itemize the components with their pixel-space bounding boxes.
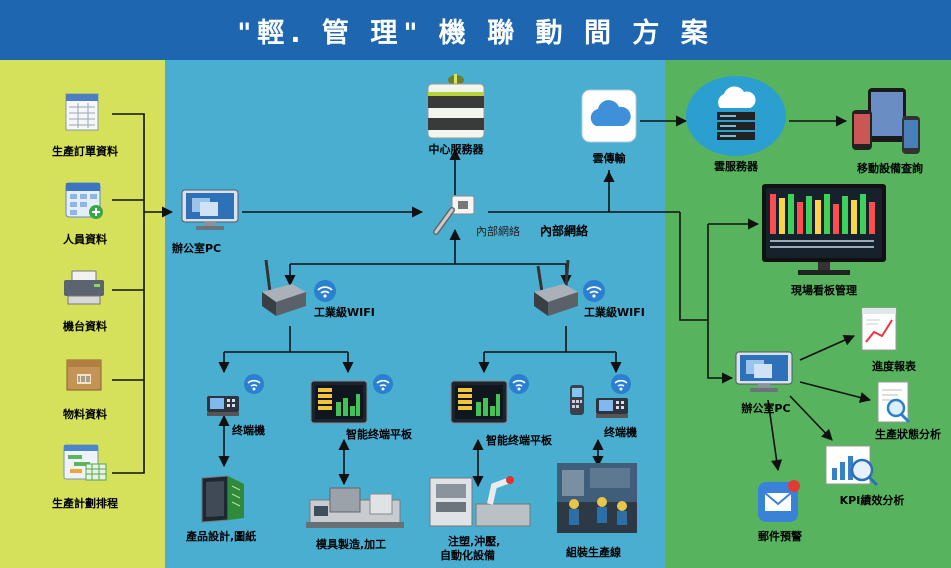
terminal-icon	[594, 396, 630, 420]
terminal-label: 终端機	[232, 424, 265, 437]
handheld-scanner-icon	[568, 384, 586, 416]
terminal-icon	[205, 394, 241, 418]
cloud-transfer-label: 雲傳輸	[592, 152, 626, 165]
schedule-icon	[62, 442, 108, 482]
router-icon	[430, 192, 480, 236]
kpi-label: KPI績效分析	[839, 494, 905, 507]
smart-tablet-icon	[310, 380, 368, 424]
design-drawing-icon	[198, 474, 248, 524]
office-pc-label: 辦公室PC	[172, 242, 222, 255]
central-server-label: 中心服務器	[428, 143, 484, 156]
equipment-label: 自動化設備	[440, 549, 495, 562]
kanban-label: 現場看板管理	[791, 284, 857, 297]
input-label: 生產訂單資料	[52, 145, 118, 158]
server-icon	[425, 70, 487, 140]
office-pc-label: 辦公室PC	[741, 402, 791, 415]
smart-tablet-icon	[450, 380, 508, 424]
printer-icon	[62, 268, 106, 306]
box-icon	[64, 354, 104, 394]
mobile-devices-icon	[850, 86, 922, 158]
equipment-label: 產品設計,圖紙	[186, 530, 257, 543]
intranet-label: 內部網絡	[540, 224, 589, 238]
office-pc-icon	[734, 350, 794, 394]
equipment-label: 組裝生產線	[566, 546, 621, 559]
wifi-label-left: 工業級WIFI	[314, 306, 375, 319]
wifi-icon	[243, 374, 265, 394]
router-label: 內部網絡	[476, 225, 520, 238]
page-title: "輕. 管 理" 機 聯 動 間 方 案	[0, 0, 951, 60]
equipment-label: 注塑,沖壓,	[448, 535, 501, 548]
kanban-display-icon	[760, 182, 888, 278]
input-label: 機台資料	[63, 320, 107, 333]
cloud-server-icon	[684, 74, 788, 158]
terminal-label: 终端機	[604, 426, 637, 439]
email-alert-label: 郵件預警	[758, 530, 802, 543]
wifi-icon	[372, 374, 394, 394]
input-label: 生產計劃排程	[52, 497, 118, 510]
progress-report-label: 進度報表	[872, 360, 916, 373]
wifi-icon	[582, 280, 606, 302]
report-icon	[860, 306, 900, 352]
data-input-panel	[0, 60, 165, 568]
tablet-label: 智能终端平板	[346, 428, 412, 441]
cloud-server-label: 雲服務器	[714, 160, 758, 173]
input-label: 物料資料	[63, 408, 107, 421]
wifi-icon	[508, 374, 530, 394]
email-icon	[756, 478, 802, 524]
people-table-icon	[64, 180, 104, 220]
mobile-query-label: 移動設備查詢	[857, 162, 923, 175]
cloud-icon	[580, 88, 638, 144]
office-pc-icon	[180, 188, 240, 232]
wifi-label-right: 工業級WIFI	[584, 306, 645, 319]
wifi-icon	[610, 374, 632, 394]
wifi-router-icon	[258, 256, 308, 320]
input-label: 人員資料	[63, 233, 107, 246]
wifi-router-icon	[530, 256, 580, 320]
production-status-label: 生產狀態分析	[875, 428, 941, 441]
wifi-icon	[313, 280, 337, 302]
assembly-line-icon	[556, 462, 638, 534]
equipment-label: 模具製造,加工	[316, 538, 387, 551]
tablet-label: 智能终端平板	[486, 434, 552, 447]
analysis-icon	[876, 380, 914, 424]
automation-equipment-icon	[428, 472, 532, 530]
document-table-icon	[64, 92, 100, 132]
kpi-chart-icon	[824, 444, 880, 488]
cnc-machine-icon	[300, 486, 408, 530]
